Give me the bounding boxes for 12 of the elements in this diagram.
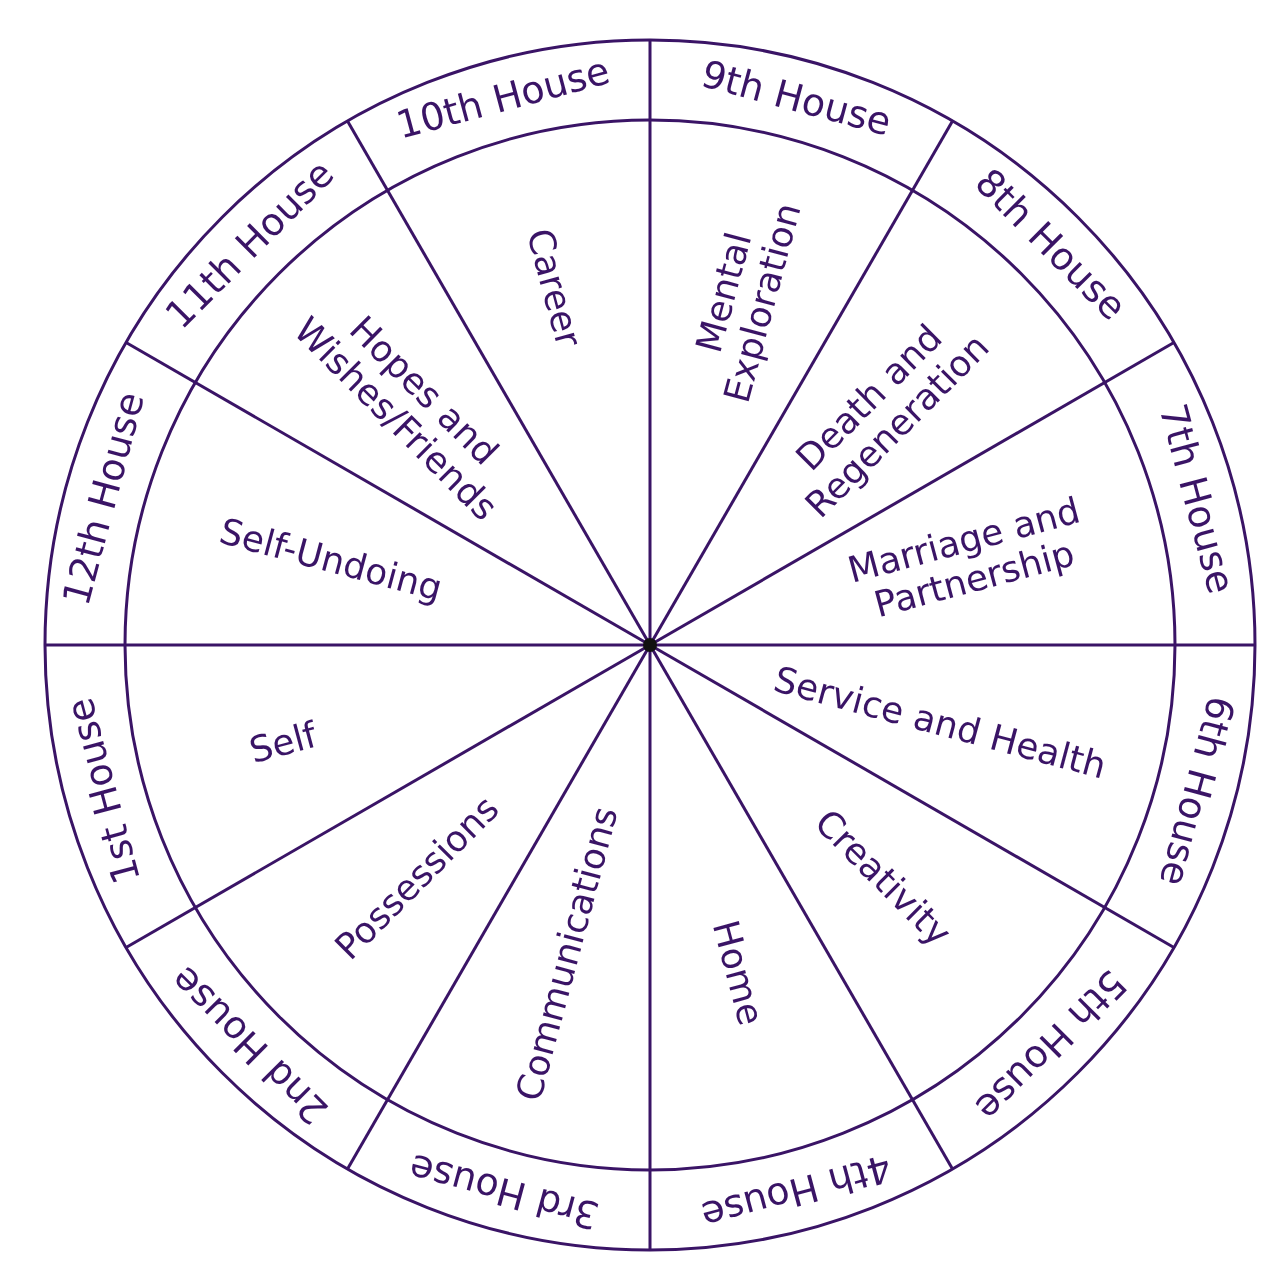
house-meaning: Service and Health [768, 657, 1112, 789]
house-label: 1st House [59, 693, 150, 889]
house-label: 12th House [55, 387, 153, 610]
house-label: 9th House [697, 53, 896, 145]
house-meaning: Home [703, 915, 773, 1032]
house-label: 7th House [1150, 399, 1242, 598]
house-meaning: Self [243, 713, 322, 774]
house-label: 6th House [1150, 691, 1242, 891]
house-label: 3rd House [404, 1145, 604, 1236]
house-label: 4th House [697, 1145, 896, 1236]
house-label: 10th House [392, 50, 615, 148]
house-meaning: Career [518, 222, 591, 353]
